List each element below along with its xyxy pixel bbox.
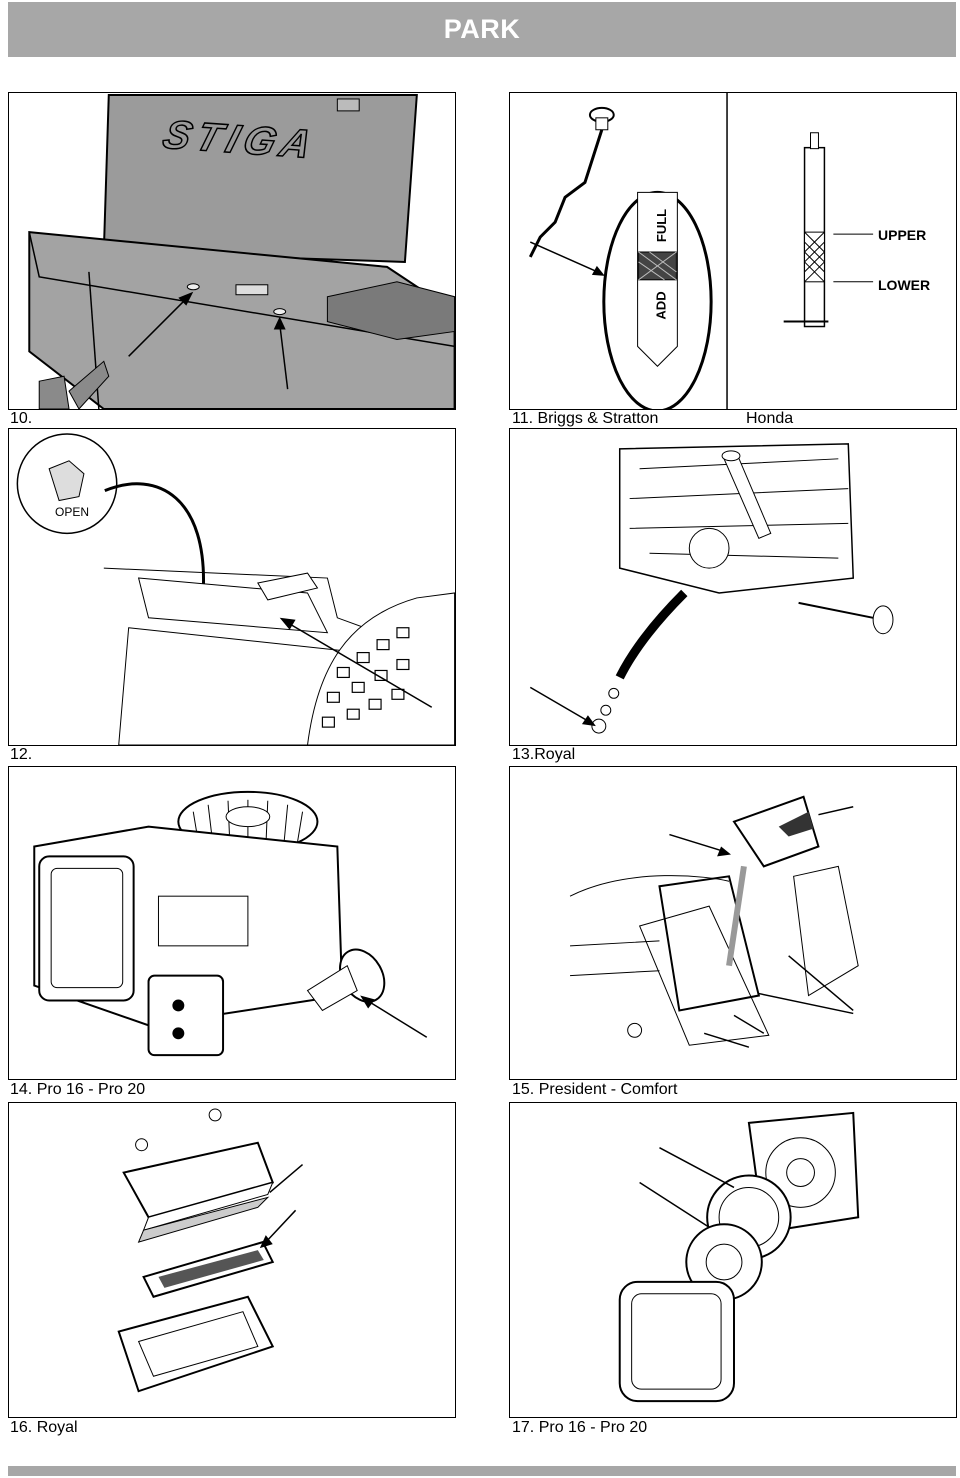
caption-fig13: 13.Royal: [512, 746, 576, 763]
figure-17-filter-pro: [509, 1102, 957, 1418]
round-filter-illustration: [618, 1111, 860, 1403]
caption-fig17: 17. Pro 16 - Pro 20: [512, 1419, 648, 1436]
figure-11-dipsticks: FULL ADD UPPER LOWER: [509, 92, 957, 410]
caption-fig10: 10.: [10, 410, 33, 427]
fuel-valve-illustration: [16, 433, 455, 745]
filter-exploded-illustration: [117, 1108, 304, 1393]
caption-fig14: 14. Pro 16 - Pro 20: [10, 1081, 146, 1098]
figure-13-oil-drain: [509, 428, 957, 746]
figure-14-engine-filter: [8, 766, 456, 1080]
figure-16-filter-royal: [8, 1102, 456, 1418]
oil-drain-illustration: [529, 443, 894, 734]
caption-fig15: 15. President - Comfort: [512, 1081, 678, 1098]
caption-fig12: 12.: [10, 746, 33, 763]
caption-fig16: 16. Royal: [10, 1419, 78, 1436]
air-filter-illustration: [569, 795, 859, 1048]
caption-fig11-right: Honda: [746, 410, 794, 427]
dipstick-add-label: ADD: [653, 291, 669, 320]
page-header: PARK: [8, 2, 956, 57]
dipstick-lower-label: LOWER: [878, 277, 931, 293]
figure-10-seat-mounting: STIGA: [8, 92, 456, 410]
page-title: PARK: [443, 14, 521, 44]
footer-bar: [8, 1466, 956, 1476]
open-label: OPEN: [55, 505, 90, 519]
figure-12-fuel-valve: OPEN: [8, 428, 456, 746]
dipstick-upper-label: UPPER: [878, 227, 927, 243]
dipstick-illustration: [528, 93, 874, 409]
seat-illustration: [28, 93, 455, 409]
caption-fig11-left: 11. Briggs & Stratton: [512, 410, 659, 427]
engine-illustration: [33, 790, 428, 1057]
dipstick-full-label: FULL: [654, 208, 670, 243]
figure-15-air-filter: [509, 766, 957, 1080]
